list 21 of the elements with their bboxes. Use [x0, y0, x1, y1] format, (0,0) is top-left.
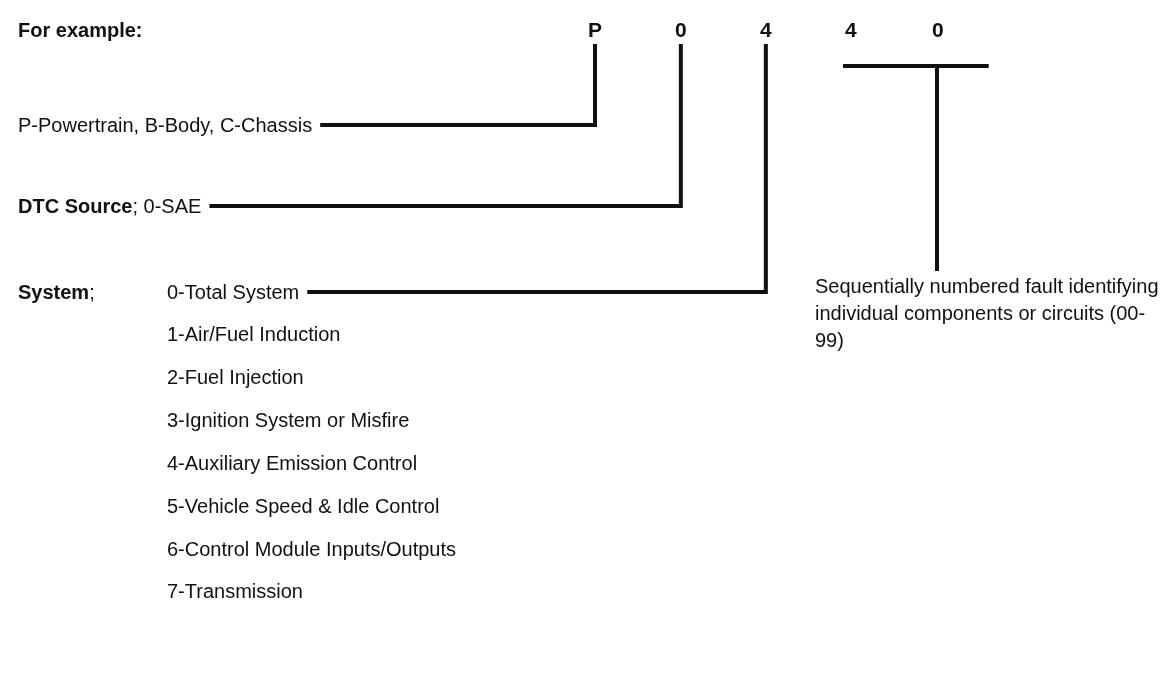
description-text: P-Powertrain, B-Body, C-Chassis	[18, 113, 313, 137]
list-item: 3-Ignition System or Misfire	[167, 408, 410, 432]
code-character: 4	[845, 18, 857, 42]
list-item: 4-Auxiliary Emission Control	[167, 451, 418, 475]
heading-text: For example:	[18, 18, 143, 42]
code-character: P	[588, 18, 602, 42]
leader-line	[307, 44, 768, 294]
code-character: 4	[760, 18, 772, 42]
list-item: 5-Vehicle Speed & Idle Control	[167, 494, 440, 518]
description-text: DTC Source; 0-SAE	[18, 194, 202, 218]
code-character: 0	[675, 18, 687, 42]
list-item: 2-Fuel Injection	[167, 365, 304, 389]
code-character: 0	[932, 18, 944, 42]
category-heading: System;	[18, 280, 95, 304]
list-item: 7-Transmission	[167, 579, 303, 603]
list-item: 1-Air/Fuel Induction	[167, 322, 341, 346]
list-item: 6-Control Module Inputs/Outputs	[167, 537, 457, 561]
leader-line	[209, 44, 683, 208]
description-text: Sequentially numbered fault identifying individual components or circuits (00-99)	[815, 273, 1165, 354]
leader-line	[320, 44, 597, 127]
list-item: 0-Total System	[167, 280, 300, 304]
